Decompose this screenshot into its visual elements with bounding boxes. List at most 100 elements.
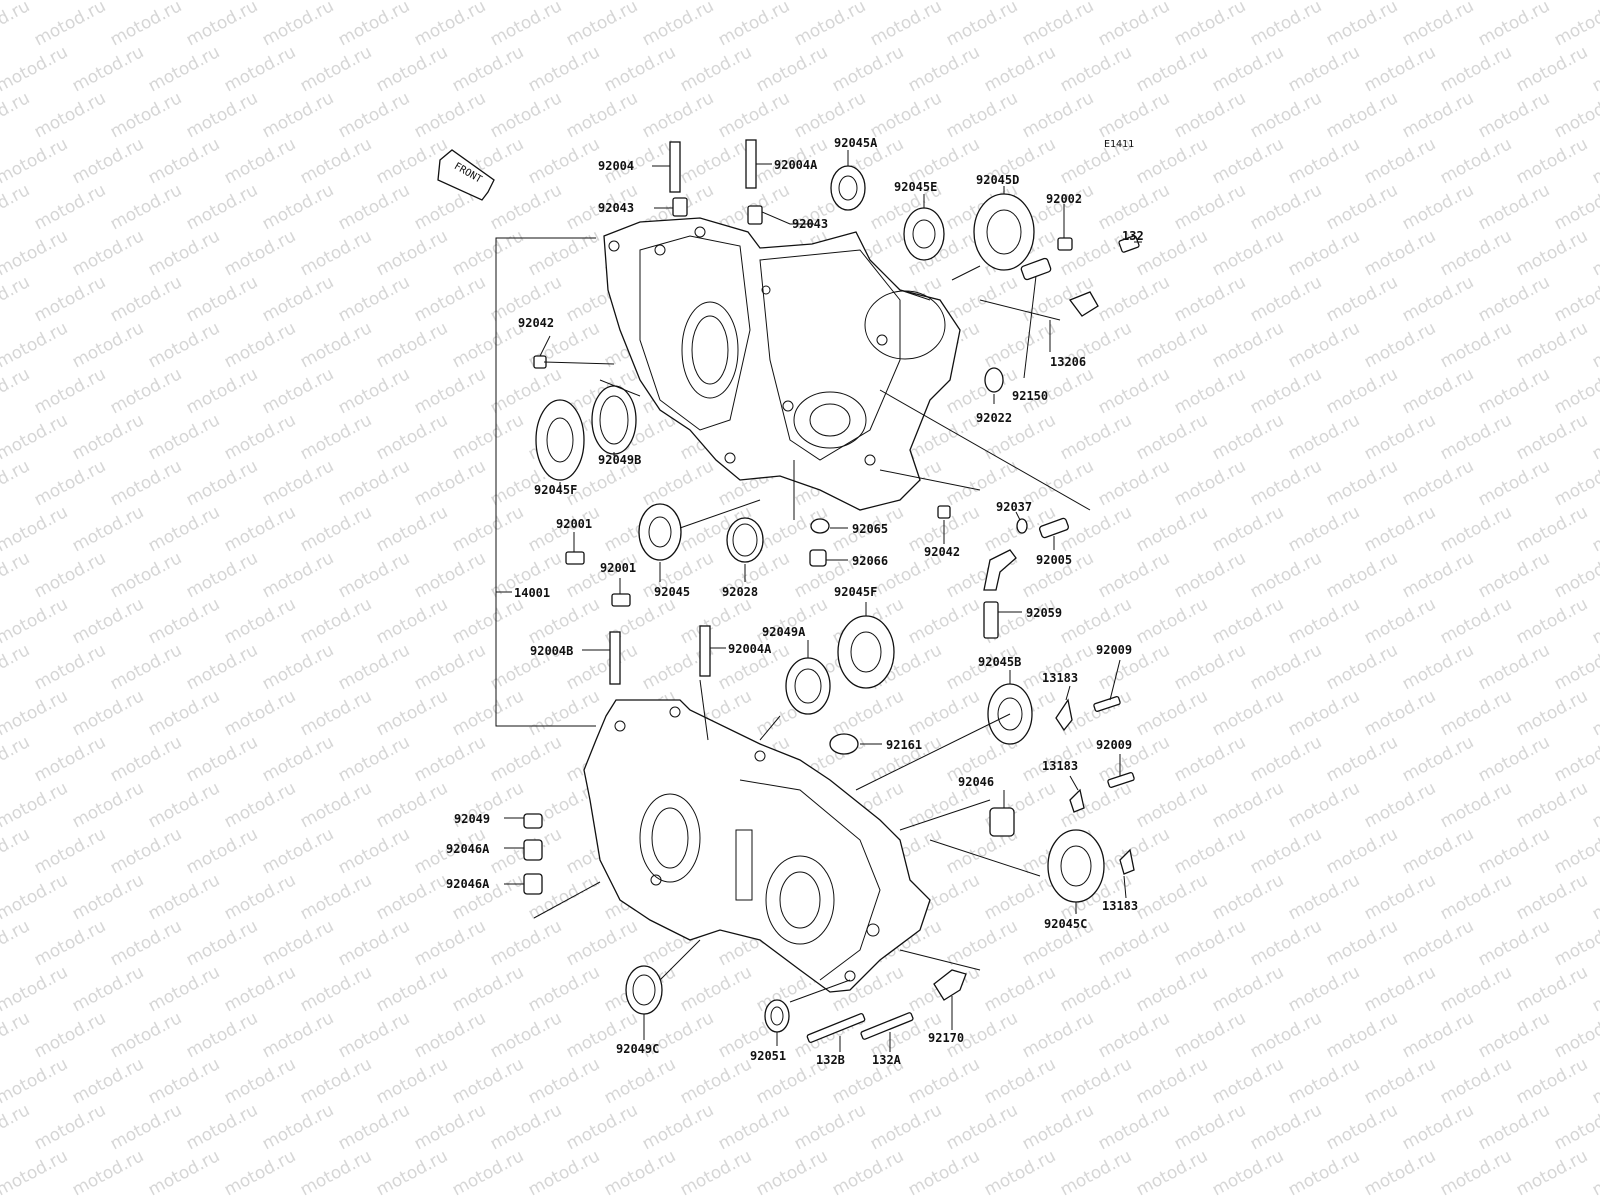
watermark-text: motod.ru bbox=[1057, 1054, 1135, 1108]
watermark-text: motod.ru bbox=[449, 1146, 527, 1200]
watermark-text: motod.ru bbox=[449, 594, 527, 648]
watermark-text: motod.ru bbox=[1133, 502, 1211, 556]
watermark-text: motod.ru bbox=[221, 962, 299, 1016]
watermark-text: motod.ru bbox=[335, 1100, 413, 1154]
watermark-text: motod.ru bbox=[1209, 686, 1287, 740]
watermark-text: motod.ru bbox=[1171, 456, 1249, 510]
watermark-text: motod.ru bbox=[1171, 272, 1249, 326]
label-92004A-bottom: 92004A bbox=[728, 642, 772, 656]
watermark-text: motod.ru bbox=[525, 962, 603, 1016]
watermark-text: motod.ru bbox=[1247, 180, 1325, 234]
watermark-text: motod.ru bbox=[829, 686, 907, 740]
watermark-text: motod.ru bbox=[335, 640, 413, 694]
watermark-text: motod.ru bbox=[1247, 364, 1325, 418]
watermark-text: motod.ru bbox=[69, 1054, 147, 1108]
watermark-text: motod.ru bbox=[677, 962, 755, 1016]
label-92065: 92065 bbox=[852, 522, 888, 536]
label-92009-b: 92009 bbox=[1096, 738, 1132, 752]
watermark-text: motod.ru bbox=[31, 732, 109, 786]
watermark-text: motod.ru bbox=[1285, 870, 1363, 924]
watermark-text: motod.ru bbox=[1361, 42, 1439, 96]
watermark-text: motod.ru bbox=[1513, 1054, 1591, 1108]
watermark-text: motod.ru bbox=[905, 686, 983, 740]
watermark-text: motod.ru bbox=[107, 364, 185, 418]
watermark-text: motod.ru bbox=[1209, 778, 1287, 832]
watermark-text: motod.ru bbox=[1133, 410, 1211, 464]
watermark-text: motod.ru bbox=[1399, 1008, 1477, 1062]
watermark-text: motod.ru bbox=[1513, 778, 1591, 832]
label-92045E: 92045E bbox=[894, 180, 937, 194]
watermark-text: motod.ru bbox=[1589, 318, 1600, 372]
watermark-text: motod.ru bbox=[31, 456, 109, 510]
watermark-text: motod.ru bbox=[69, 1146, 147, 1200]
watermark-text: motod.ru bbox=[943, 0, 1021, 50]
watermark-text: motod.ru bbox=[1437, 410, 1515, 464]
watermark-text: motod.ru bbox=[31, 272, 109, 326]
watermark-text: motod.ru bbox=[0, 732, 33, 786]
watermark-text: motod.ru bbox=[1323, 824, 1401, 878]
watermark-text: motod.ru bbox=[259, 640, 337, 694]
watermark-text: motod.ru bbox=[145, 134, 223, 188]
watermark-text: motod.ru bbox=[259, 0, 337, 50]
watermark-text: motod.ru bbox=[221, 318, 299, 372]
watermark-text: motod.ru bbox=[1475, 548, 1553, 602]
watermark-text: motod.ru bbox=[0, 1008, 33, 1062]
watermark-text: motod.ru bbox=[563, 916, 641, 970]
lower-crankcase bbox=[583, 699, 931, 993]
watermark-text: motod.ru bbox=[1589, 778, 1600, 832]
watermark-text: motod.ru bbox=[1247, 1100, 1325, 1154]
watermark-text: motod.ru bbox=[335, 824, 413, 878]
watermark-text: motod.ru bbox=[1551, 0, 1600, 50]
watermark-text: motod.ru bbox=[1475, 272, 1553, 326]
watermark-text: motod.ru bbox=[1437, 0, 1515, 4]
watermark-text: motod.ru bbox=[1513, 870, 1591, 924]
watermark-text: motod.ru bbox=[1323, 1008, 1401, 1062]
label-92045F-mid: 92045F bbox=[834, 585, 877, 599]
watermark-text: motod.ru bbox=[0, 272, 33, 326]
watermark-text: motod.ru bbox=[1589, 1146, 1600, 1200]
watermark-text: motod.ru bbox=[1399, 916, 1477, 970]
watermark-text: motod.ru bbox=[1513, 962, 1591, 1016]
watermark-text: motod.ru bbox=[221, 1146, 299, 1200]
watermark-text: motod.ru bbox=[69, 962, 147, 1016]
watermark-text: motod.ru bbox=[1285, 42, 1363, 96]
watermark-text: motod.ru bbox=[1361, 870, 1439, 924]
watermark-text: motod.ru bbox=[1551, 824, 1600, 878]
watermark-text: motod.ru bbox=[0, 42, 71, 96]
watermark-text: motod.ru bbox=[449, 502, 527, 556]
label-92150: 92150 bbox=[1012, 389, 1048, 403]
watermark-text: motod.ru bbox=[373, 594, 451, 648]
watermark-text: motod.ru bbox=[1475, 916, 1553, 970]
watermark-text: motod.ru bbox=[1133, 318, 1211, 372]
watermark-text: motod.ru bbox=[487, 732, 565, 786]
watermark-text: motod.ru bbox=[1247, 916, 1325, 970]
label-92043-right: 92043 bbox=[792, 217, 828, 231]
watermark-text: motod.ru bbox=[107, 640, 185, 694]
watermark-text: motod.ru bbox=[0, 318, 71, 372]
watermark-text: motod.ru bbox=[1475, 88, 1553, 142]
watermark-text: motod.ru bbox=[1475, 1100, 1553, 1154]
watermark-text: motod.ru bbox=[1399, 456, 1477, 510]
watermark-text: motod.ru bbox=[411, 272, 489, 326]
watermark-text: motod.ru bbox=[0, 456, 33, 510]
watermark-text: motod.ru bbox=[715, 0, 793, 50]
watermark-text: motod.ru bbox=[183, 364, 261, 418]
watermark-text: motod.ru bbox=[107, 0, 185, 50]
watermark-text: motod.ru bbox=[0, 916, 33, 970]
front-arrow: FRONT bbox=[437, 149, 495, 201]
label-92045C: 92045C bbox=[1044, 917, 1087, 931]
label-92046A-a: 92046A bbox=[446, 842, 490, 856]
parts-shapes bbox=[523, 139, 1140, 1043]
watermark-text: motod.ru bbox=[69, 410, 147, 464]
watermark-text: motod.ru bbox=[525, 42, 603, 96]
watermark-text: motod.ru bbox=[1589, 870, 1600, 924]
watermark-text: motod.ru bbox=[487, 180, 565, 234]
watermark-text: motod.ru bbox=[1133, 594, 1211, 648]
watermark-text: motod.ru bbox=[1513, 1146, 1591, 1200]
watermark-text: motod.ru bbox=[145, 686, 223, 740]
watermark-text: motod.ru bbox=[677, 134, 755, 188]
watermark-text: motod.ru bbox=[31, 916, 109, 970]
watermark-text: motod.ru bbox=[335, 456, 413, 510]
watermark-text: motod.ru bbox=[297, 962, 375, 1016]
